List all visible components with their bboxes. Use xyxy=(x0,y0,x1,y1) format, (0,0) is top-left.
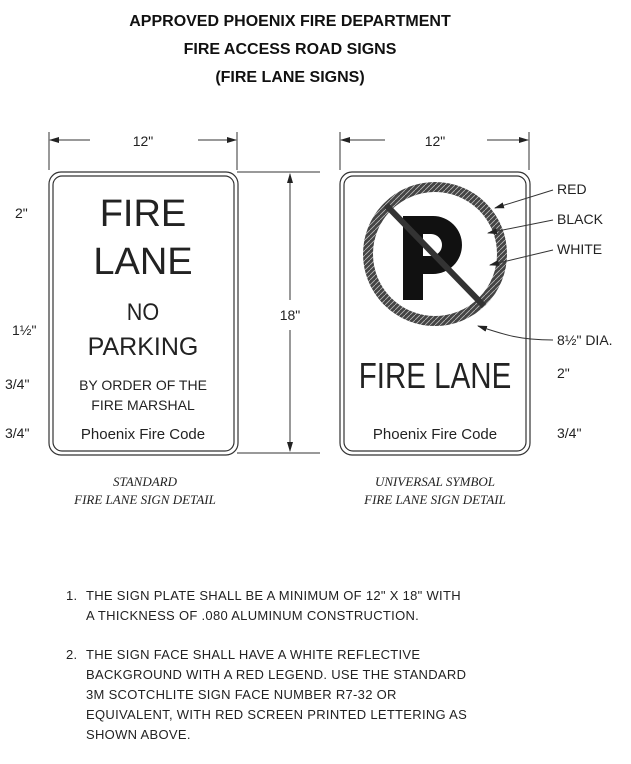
symbol-sign-inner xyxy=(343,175,527,452)
sign-footer: Phoenix Fire Code xyxy=(81,426,205,443)
callout-black: BLACK xyxy=(557,211,604,227)
sign-text: FIRE MARSHAL xyxy=(91,397,195,413)
row-dim-label: 3/4" xyxy=(557,425,581,441)
note-item: 1. THE SIGN PLATE SHALL BE A MINIMUM OF … xyxy=(66,586,556,626)
callout-diameter: 8½" DIA. xyxy=(557,332,613,348)
note-line: THE SIGN PLATE SHALL BE A MINIMUM OF 12"… xyxy=(86,588,461,603)
note-number: 2. xyxy=(66,647,78,662)
note-line: EQUIVALENT, WITH RED SCREEN PRINTED LETT… xyxy=(86,707,468,722)
standard-sign-outer xyxy=(48,171,239,456)
notes-list: 1. THE SIGN PLATE SHALL BE A MINIMUM OF … xyxy=(66,586,556,764)
note-item: 2. THE SIGN FACE SHALL HAVE A WHITE REFL… xyxy=(66,645,556,745)
sign-legend: FIRE LANE xyxy=(359,355,511,395)
callout-white: WHITE xyxy=(557,241,602,257)
note-line: A THICKNESS OF .080 ALUMINUM CONSTRUCTIO… xyxy=(86,608,420,623)
note-line: BACKGROUND WITH A RED LEGEND. USE THE ST… xyxy=(86,667,467,682)
row-dim-label: 3/4" xyxy=(5,376,29,392)
row-dim-label: 1½" xyxy=(12,322,36,338)
title-line-2: FIRE ACCESS ROAD SIGNS xyxy=(183,41,397,58)
height-label: 18" xyxy=(280,307,301,323)
row-dim-label: 3/4" xyxy=(5,425,29,441)
note-line: 3M SCOTCHLITE SIGN FACE NUMBER R7-32 OR xyxy=(86,687,397,702)
caption: FIRE LANE SIGN DETAIL xyxy=(363,492,506,507)
sign-footer: Phoenix Fire Code xyxy=(373,426,497,443)
sign-text: BY ORDER OF THE xyxy=(79,377,207,393)
caption: STANDARD xyxy=(113,474,178,489)
row-dim-label: 2" xyxy=(15,205,28,221)
prohibition-circle xyxy=(363,182,507,326)
page-title: APPROVED PHOENIX FIRE DEPARTMENT FIRE AC… xyxy=(0,8,580,92)
prohibition-slash xyxy=(383,202,487,309)
width-label: 12" xyxy=(133,133,154,149)
sign-text: PARKING xyxy=(88,333,199,361)
standard-sign-inner xyxy=(52,175,235,452)
note-number: 1. xyxy=(66,588,78,603)
caption: UNIVERSAL SYMBOL xyxy=(375,474,495,489)
sign-text: LANE xyxy=(93,241,192,283)
caption: FIRE LANE SIGN DETAIL xyxy=(73,492,216,507)
symbol-sign-outer xyxy=(339,171,531,456)
width-label: 12" xyxy=(425,133,446,149)
title-line-1: APPROVED PHOENIX FIRE DEPARTMENT xyxy=(129,13,451,30)
row-dim-label: 2" xyxy=(557,365,570,381)
callout-red: RED xyxy=(557,181,587,197)
sign-text: FIRE xyxy=(100,193,187,235)
sign-text: NO xyxy=(127,298,159,325)
note-line: SHOWN ABOVE. xyxy=(86,727,191,742)
note-line: THE SIGN FACE SHALL HAVE A WHITE REFLECT… xyxy=(86,647,421,662)
title-line-3: (FIRE LANE SIGNS) xyxy=(215,69,365,86)
